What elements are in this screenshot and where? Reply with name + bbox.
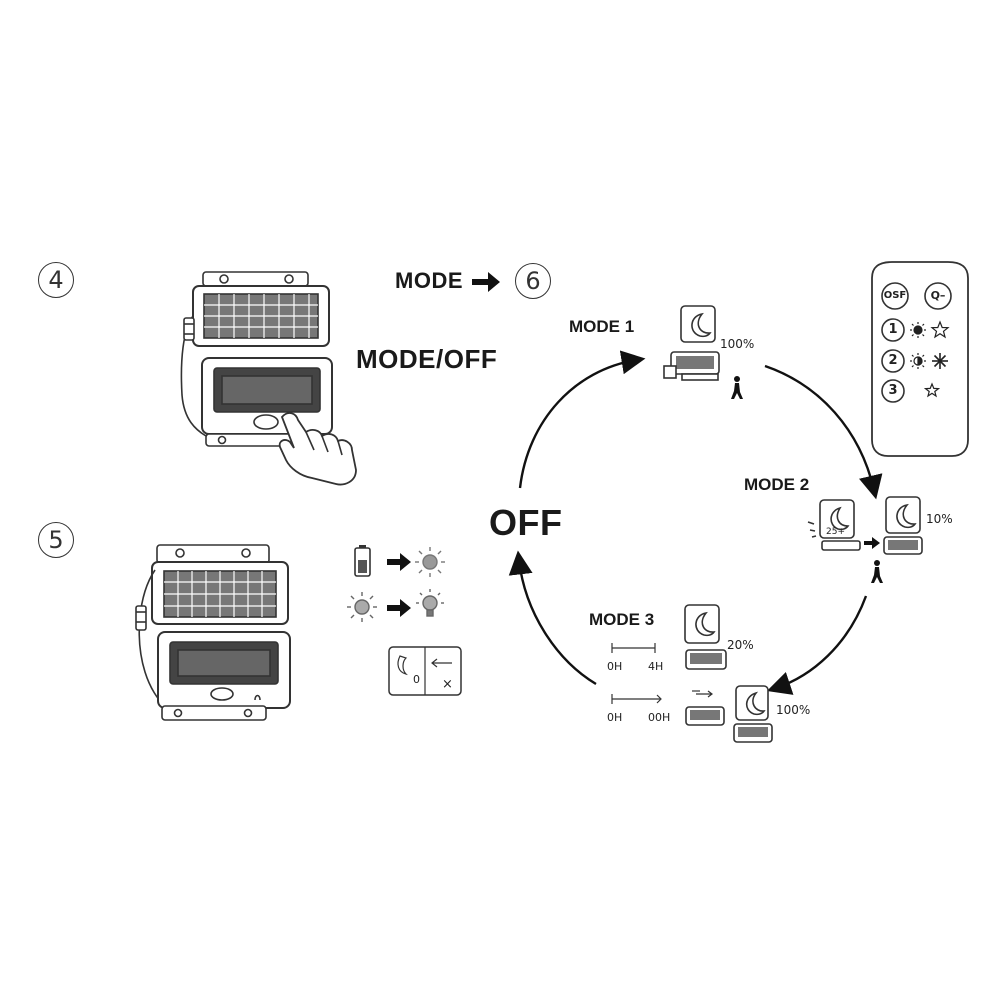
arrow-left-icon — [431, 658, 452, 668]
remote-button-3-label: 3 — [888, 383, 898, 398]
arrow-mode2-to-mode3 — [766, 595, 868, 695]
moon-icon — [691, 312, 712, 338]
swap-arrows-icon — [692, 690, 713, 698]
person-icon — [731, 376, 743, 399]
remote-button-3 — [881, 379, 905, 403]
arrow-mode1-to-mode2 — [764, 364, 883, 500]
light-bulb-icon — [416, 589, 444, 617]
arrow-mode3-to-off — [508, 550, 597, 686]
timeline2-start: 0H — [607, 711, 623, 724]
mode2-temp-label: 25+ — [826, 527, 845, 537]
mode3-percent-a: 20% — [727, 638, 754, 652]
timer-timeline-4h — [611, 643, 656, 653]
sensor-zero-label: 0 — [413, 673, 420, 686]
arrow-right-icon — [387, 599, 411, 617]
off-label: OFF — [489, 502, 563, 543]
arrow-off-to-mode1 — [518, 350, 646, 489]
step-4-number: 4 — [38, 262, 74, 298]
arrow-right-icon — [387, 553, 411, 571]
sun-icon — [910, 322, 926, 338]
mode1-percent: 100% — [720, 337, 755, 351]
moon-icon — [397, 655, 408, 676]
mode2-label: MODE 2 — [744, 475, 810, 494]
timeline1-end: 4H — [648, 660, 664, 673]
mode2-percent: 10% — [926, 512, 953, 526]
step-5-number: 5 — [38, 522, 74, 558]
sun-icon — [347, 592, 377, 622]
mode3-label: MODE 3 — [589, 610, 655, 629]
mode3-percent-b: 100% — [776, 703, 811, 717]
remote-osf-label: OSF — [883, 290, 907, 301]
remote-osf-button — [881, 282, 909, 310]
sun-dim-icon — [415, 547, 445, 577]
remote-button-2-label: 2 — [888, 353, 898, 368]
remote-button-1 — [881, 318, 905, 342]
battery-icon — [354, 545, 371, 577]
timeline2-end: 00H — [648, 711, 671, 724]
mode-off-label: MODE/OFF — [356, 344, 498, 374]
sun-half-icon — [910, 353, 926, 369]
star-outline-icon — [923, 382, 941, 398]
arrow-right-icon — [864, 537, 880, 549]
timer-timeline-dusk-dawn — [611, 694, 662, 704]
remote-q-button — [924, 282, 952, 310]
sparkle-icon — [932, 353, 948, 369]
sensor-x-label: × — [442, 677, 453, 692]
person-icon — [871, 560, 883, 583]
star-icon — [930, 320, 950, 339]
mode-arrow-label: MODE — [395, 268, 463, 293]
mode1-label: MODE 1 — [569, 317, 635, 336]
timeline1-start: 0H — [607, 660, 623, 673]
step-6-number: 6 — [515, 263, 551, 299]
remote-button-2 — [881, 349, 905, 373]
remote-button-1-label: 1 — [888, 322, 898, 337]
remote-q-label: Q– — [930, 289, 946, 302]
